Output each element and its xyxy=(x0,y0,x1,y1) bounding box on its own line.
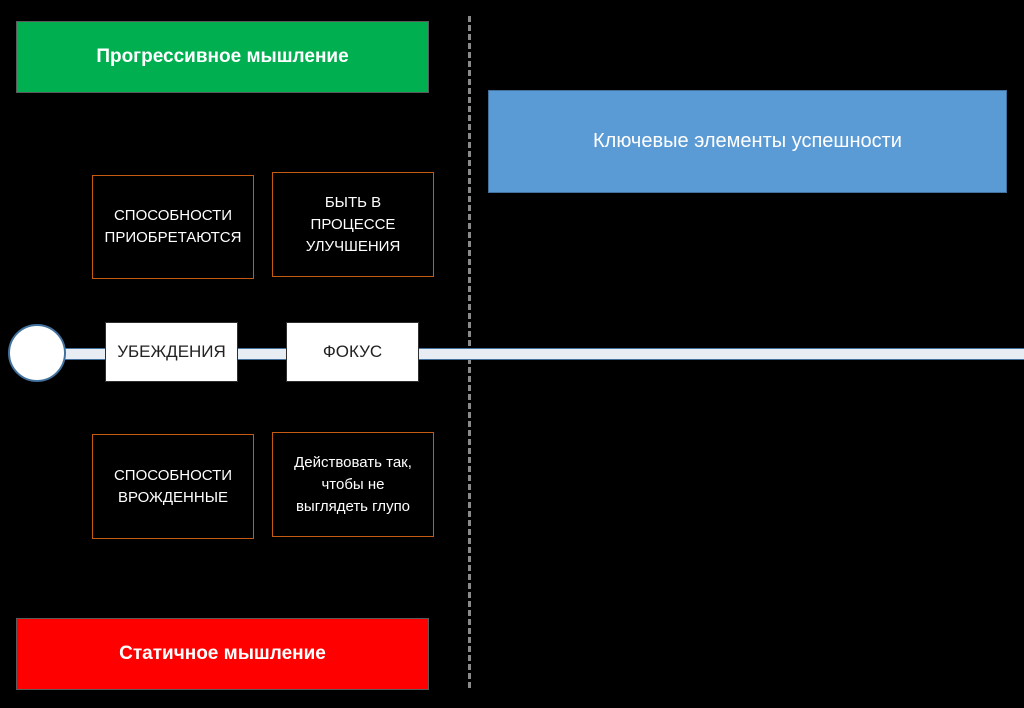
progressive-mindset-banner: Прогрессивное мышление xyxy=(16,21,429,93)
static-abilities-text: СПОСОБНОСТИ ВРОЖДЕННЫЕ xyxy=(113,466,233,506)
static-mindset-banner: Статичное мышление xyxy=(16,618,429,690)
static-focus-text: Действовать так, чтобы не выглядеть глуп… xyxy=(294,453,412,515)
beliefs-box: УБЕЖДЕНИЯ xyxy=(105,322,238,382)
key-elements-banner: Ключевые элементы успешности xyxy=(488,90,1007,193)
progressive-mindset-label: Прогрессивное мышление xyxy=(96,46,349,67)
axis-line-middle xyxy=(237,348,287,360)
axis-line-end xyxy=(418,348,1024,360)
static-abilities-box: СПОСОБНОСТИ ВРОЖДЕННЫЕ xyxy=(92,434,254,539)
beliefs-label: УБЕЖДЕНИЯ xyxy=(117,342,226,361)
focus-box: ФОКУС xyxy=(286,322,419,382)
key-elements-label: Ключевые элементы успешности xyxy=(593,130,902,152)
progressive-abilities-text: СПОСОБНОСТИ ПРИОБРЕТАЮТСЯ xyxy=(104,207,242,246)
progressive-abilities-box: СПОСОБНОСТИ ПРИОБРЕТАЮТСЯ xyxy=(92,175,254,279)
axis-line-start xyxy=(64,348,106,360)
axis-start-circle xyxy=(8,324,66,382)
focus-label: ФОКУС xyxy=(322,342,383,361)
progressive-focus-text: БЫТЬ В ПРОЦЕССЕ УЛУЧШЕНИЯ xyxy=(305,193,401,255)
static-mindset-label: Статичное мышление xyxy=(119,643,326,664)
static-focus-box: Действовать так, чтобы не выглядеть глуп… xyxy=(272,432,434,537)
progressive-focus-box: БЫТЬ В ПРОЦЕССЕ УЛУЧШЕНИЯ xyxy=(272,172,434,277)
